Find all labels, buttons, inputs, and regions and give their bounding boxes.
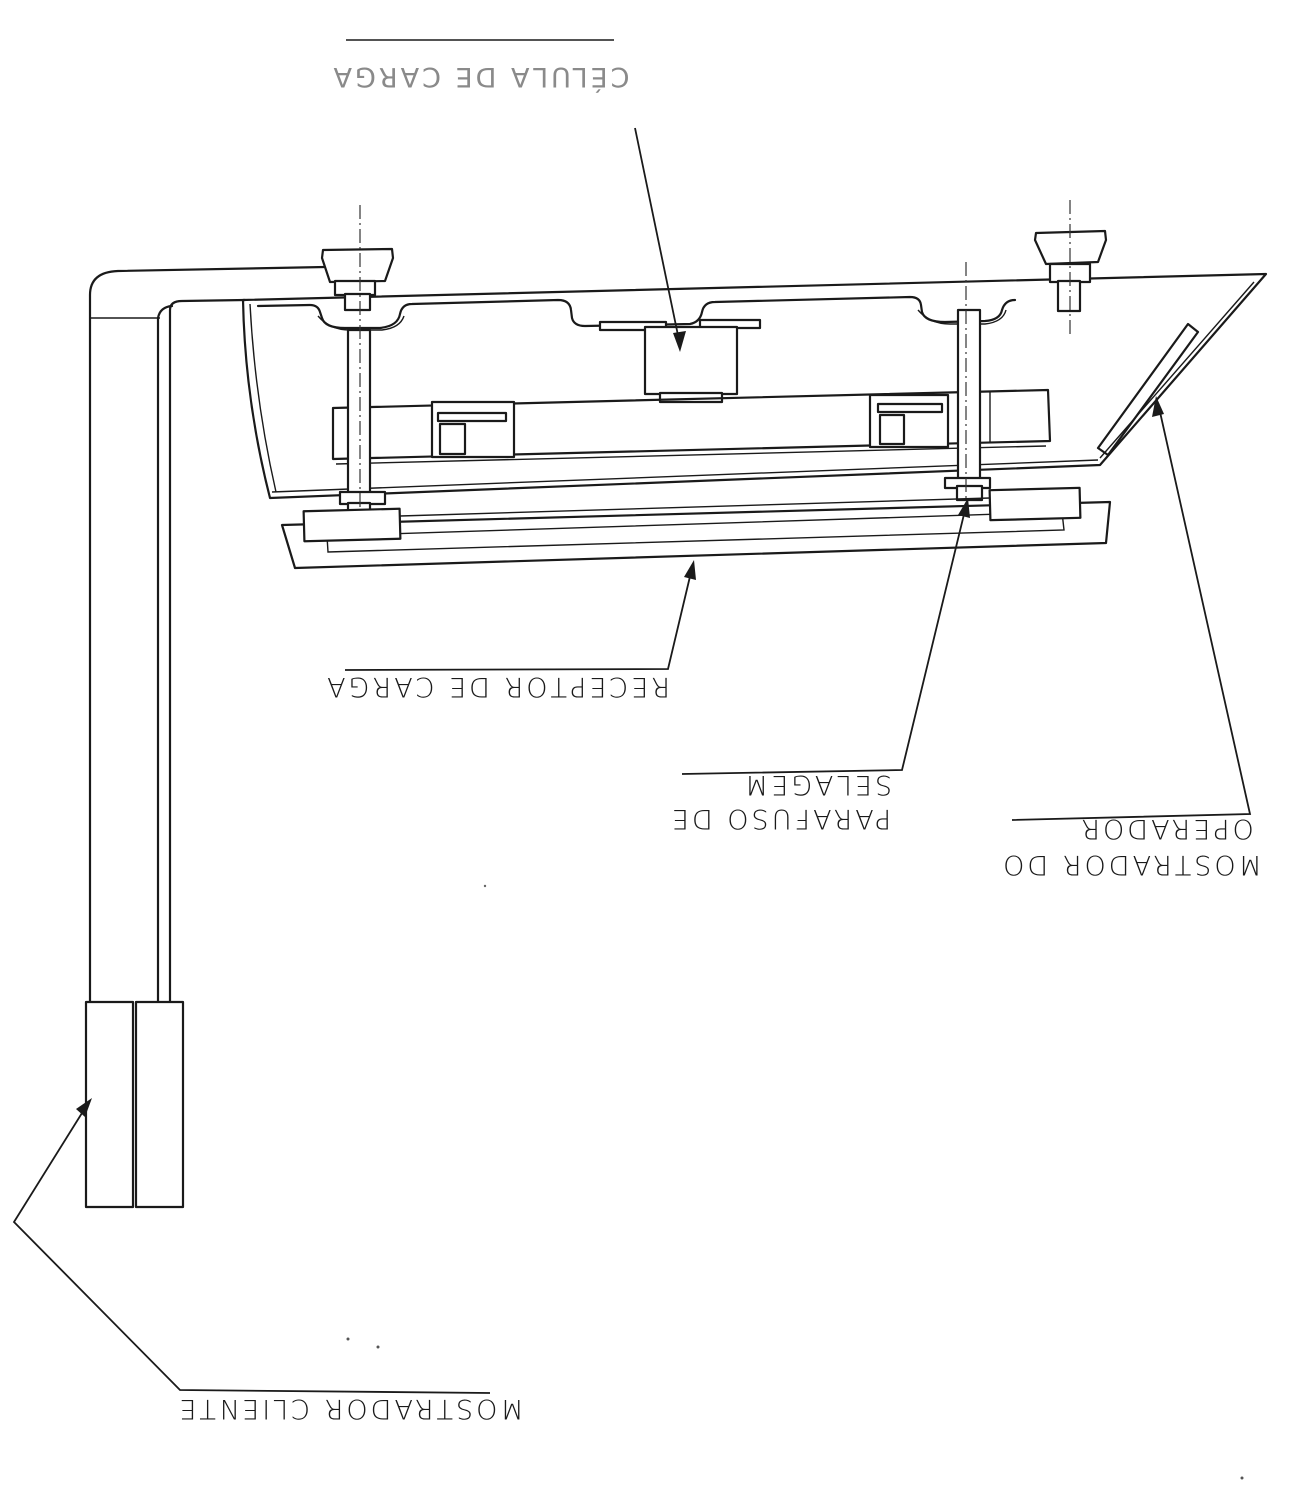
housing: [241, 272, 1268, 500]
leader-receptor: [344, 560, 696, 671]
internal-frame: [331, 388, 1052, 465]
label-mostrador-cliente: MOSTRADOR CLIENTE: [176, 1393, 523, 1424]
sealing-screw: [943, 262, 992, 520]
leader-cliente: [12, 1098, 491, 1394]
load-receptor: [280, 486, 1112, 570]
display-pole: [88, 265, 327, 1005]
top-plate-profile: [256, 295, 1017, 332]
leader-celula: [634, 127, 686, 352]
label-receptor-de-carga: RECEPTOR DE CARGA: [324, 671, 670, 702]
label-parafuso-line1: PARAFUSO DE: [669, 803, 891, 834]
leader-parafuso: [681, 498, 970, 775]
label-operador-line2: OPERADOR: [1078, 813, 1254, 844]
leader-operador: [1011, 396, 1252, 821]
load-cell: [643, 325, 739, 404]
right-knob: [1033, 200, 1108, 335]
label-celula-de-carga: CÉLULA DE CARGA: [331, 61, 630, 93]
left-screw: [320, 205, 395, 520]
customer-display: [84, 1000, 185, 1209]
label-parafuso-line2: SELAGEM: [742, 769, 892, 800]
label-operador-line1: MOSTRADOR DO: [1000, 849, 1262, 880]
